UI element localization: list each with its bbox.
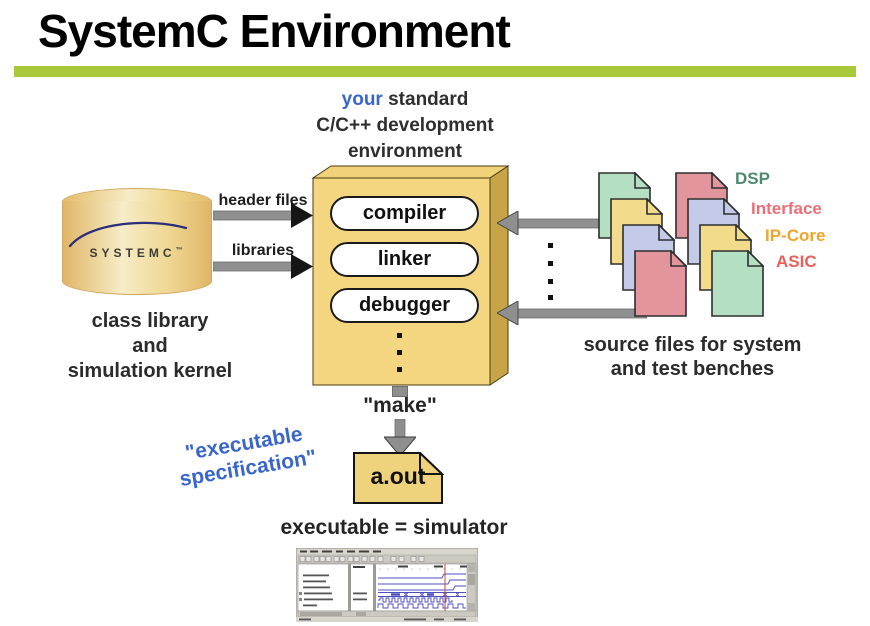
waveform-signal-names xyxy=(299,574,367,607)
page-title: SystemC Environment xyxy=(38,5,511,57)
lib-caption-line3: simulation kernel xyxy=(67,360,233,382)
src-caption-line1: source files for system xyxy=(583,334,802,356)
box-ellipsis-dot xyxy=(397,350,402,355)
box-ellipsis-dot xyxy=(397,333,402,338)
arrows-ellipsis-dot xyxy=(548,279,553,284)
waveform-statusbar xyxy=(296,617,478,622)
src-caption-line2: and test benches xyxy=(610,358,775,380)
executable-simulator-caption: executable = simulator xyxy=(280,516,508,539)
tool-pill-linker: linker xyxy=(330,242,479,277)
make-label: "make" xyxy=(363,394,437,417)
class-library-caption: class library and simulation kernel xyxy=(30,309,270,384)
header-files-label: header files xyxy=(218,192,308,209)
executable-spec-note: "executable specification" xyxy=(143,415,349,497)
systemc-logo-letters: SYSTEMC xyxy=(89,246,176,260)
lib-caption-line2: and xyxy=(132,335,168,357)
aout-label: a.out xyxy=(370,463,426,489)
systemc-swoosh-icon xyxy=(68,221,188,248)
box-ellipsis-dot xyxy=(397,367,402,372)
waveform-screenshot xyxy=(296,548,478,622)
note-highlight: your xyxy=(341,89,383,110)
source-document-icon-green xyxy=(711,250,764,317)
waveform-splitter-bar xyxy=(348,564,351,611)
waveform-menubar xyxy=(300,550,381,553)
waveform-timeline-header xyxy=(353,565,469,570)
tool-pill-debugger: debugger xyxy=(330,288,479,323)
source-type-label-dsp: DSP xyxy=(735,169,770,188)
arrows-ellipsis-dot xyxy=(548,295,553,300)
lib-caption-line1: class library xyxy=(91,310,209,332)
dev-env-note: your standard C/C++ development environm… xyxy=(245,87,565,165)
systemc-logo-text: SYSTEMC™ xyxy=(68,246,204,260)
cylinder-body xyxy=(62,201,212,295)
note-rest: standard xyxy=(382,89,469,110)
waveform-vscrollbar xyxy=(466,563,477,612)
tool-pill-compiler: compiler xyxy=(330,196,479,231)
systemc-database-icon: SYSTEMC™ xyxy=(62,188,212,295)
note-line2: C/C++ development xyxy=(316,115,494,136)
arrows-ellipsis-dot xyxy=(548,243,553,248)
make-arrow-down-icon xyxy=(384,419,416,456)
waveform-toolbar xyxy=(297,554,477,564)
sources-arrow-left-icon-bottom xyxy=(497,301,647,325)
header-files-arrow-right-icon xyxy=(213,203,313,228)
waveform-hscrollbar xyxy=(297,610,477,618)
waveform-splitter-bar xyxy=(373,564,376,611)
box-output-stub xyxy=(392,386,408,397)
source-files-caption: source files for system and test benches xyxy=(545,333,840,381)
libraries-label: libraries xyxy=(231,242,295,259)
source-type-label-interface: Interface xyxy=(751,199,822,218)
waveform-traces xyxy=(377,573,466,609)
libraries-arrow-right-icon xyxy=(213,254,313,279)
source-document-icon-red xyxy=(634,250,687,317)
arrows-ellipsis-dot xyxy=(548,261,553,266)
source-type-label-asic: ASIC xyxy=(776,252,817,271)
source-type-label-ipcore: IP-Core xyxy=(765,226,826,245)
note-line3: environment xyxy=(347,141,463,162)
aout-document-icon xyxy=(353,452,444,504)
trademark-symbol: ™ xyxy=(175,247,183,254)
accent-bar xyxy=(14,66,856,77)
sources-arrow-left-icon-top xyxy=(497,211,647,235)
